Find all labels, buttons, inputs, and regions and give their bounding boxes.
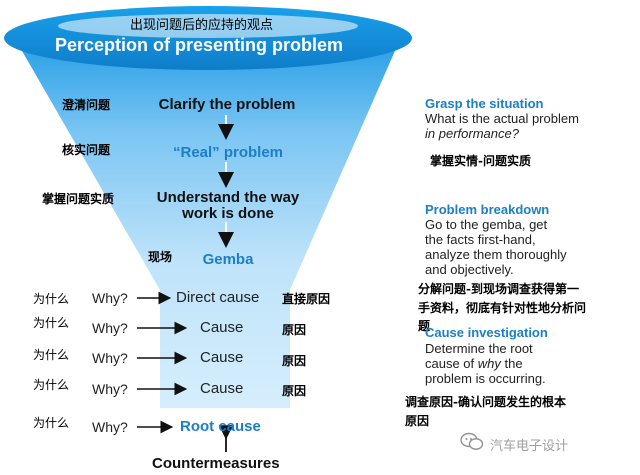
why-cn-4: 为什么	[33, 378, 70, 392]
grasp-cn: 掌握实情-问题实质	[430, 154, 531, 168]
why-cn-1: 为什么	[33, 292, 70, 306]
investigation-line2-pre: cause of	[425, 356, 478, 371]
why-label-4: Why?	[92, 381, 128, 397]
breakdown-cn-1: 分解问题-到现场调查获得第一	[418, 282, 579, 296]
investigation-cn-1: 调查原因-确认问题发生的根本	[405, 395, 566, 409]
countermeasures: Countermeasures	[152, 455, 280, 472]
investigation-line3: problem is occurring.	[425, 371, 546, 386]
cause-cn-direct: 直接原因	[282, 292, 331, 306]
cause-2: Cause	[200, 319, 244, 336]
why-cn-2: 为什么	[33, 316, 70, 330]
investigation-line1: Determine the root	[425, 341, 533, 356]
watermark-text: 汽车电子设计	[490, 438, 569, 454]
breakdown-line1: Go to the gemba, get	[425, 217, 548, 232]
breakdown-cn-3: 题	[418, 319, 431, 333]
cause-cn-4: 原因	[282, 384, 307, 398]
cause-3: Cause	[200, 349, 244, 366]
funnel-body	[18, 44, 398, 408]
investigation-line2-post: the	[500, 356, 523, 371]
breakdown-line2: the facts first-hand,	[425, 232, 536, 247]
breakdown-line4: and objectively.	[425, 262, 514, 277]
why-label-root: Why?	[92, 419, 128, 435]
watermark: 汽车电子设计	[460, 432, 568, 456]
investigation-line2-em: why	[477, 356, 501, 371]
breakdown-heading: Problem breakdown	[425, 202, 550, 217]
stage-understand-line1: Understand the way	[156, 189, 300, 206]
cause-cn-2: 原因	[282, 323, 307, 337]
cause-4: Cause	[200, 380, 244, 397]
breakdown-cn-2: 手资料，彻底有针对性地分析问	[418, 301, 587, 315]
cause-direct: Direct cause	[176, 289, 260, 306]
investigation-cn-2: 原因	[405, 414, 430, 428]
investigation-heading: Cause investigation	[425, 325, 548, 340]
wechat-icon	[460, 432, 484, 456]
why-cn-3: 为什么	[33, 348, 70, 362]
cause-cn-3: 原因	[282, 354, 307, 368]
investigation-line2: cause of why the	[425, 356, 635, 371]
why-cn-root: 为什么	[33, 416, 70, 430]
why-label-1: Why?	[92, 290, 128, 306]
stage-cn-clarify: 澄清问题	[62, 98, 111, 112]
stage-gemba: Gemba	[202, 251, 254, 268]
stage-cn-understand: 掌握问题实质	[42, 192, 115, 206]
why-label-2: Why?	[92, 320, 128, 336]
grasp-line2: in performance?	[425, 126, 519, 141]
stage-real-problem: “Real” problem	[172, 144, 284, 161]
stage-understand-line2: work is done	[182, 205, 274, 222]
grasp-line1: What is the actual problem	[425, 111, 579, 126]
header-title-cn: 出现问题后的应持的观点	[130, 18, 274, 33]
grasp-heading: Grasp the situation	[425, 96, 544, 111]
stage-cn-real: 核实问题	[62, 143, 111, 157]
header-title-en: Perception of presenting problem	[55, 35, 344, 55]
root-cause: Root cause	[180, 418, 261, 435]
breakdown-line3: analyze them thoroughly	[425, 247, 567, 262]
why-label-3: Why?	[92, 350, 128, 366]
stage-cn-gemba: 现场	[148, 250, 173, 264]
stage-clarify: Clarify the problem	[158, 96, 296, 113]
